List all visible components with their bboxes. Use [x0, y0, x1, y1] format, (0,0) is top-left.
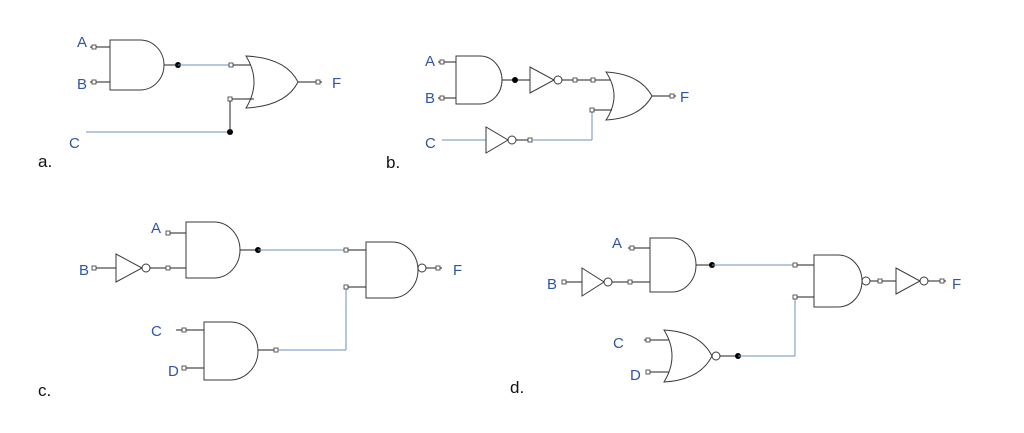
pin	[589, 107, 595, 113]
pin	[165, 265, 171, 271]
caption-c: c.	[38, 381, 51, 400]
pin	[669, 93, 675, 99]
and-gate	[185, 221, 241, 279]
pin	[629, 245, 635, 251]
inversion-bubble	[507, 135, 517, 145]
pin	[792, 262, 798, 268]
pin	[91, 79, 97, 85]
pin	[645, 337, 651, 343]
inversion-bubble	[711, 351, 721, 361]
circuit-a: A B C F a.	[38, 34, 341, 171]
output-label-f: F	[332, 75, 341, 92]
nand-gate	[365, 241, 419, 299]
pin	[877, 278, 883, 284]
not-gate	[115, 253, 144, 283]
pin	[315, 79, 321, 85]
or-gate	[245, 55, 299, 109]
input-label-a: A	[151, 220, 161, 237]
or-gate	[605, 71, 653, 121]
and-gate	[649, 237, 697, 293]
and-gate	[109, 39, 165, 91]
pin	[627, 279, 633, 285]
pin	[939, 278, 945, 284]
caption-a: a.	[38, 152, 52, 171]
inversion-bubble	[417, 263, 427, 273]
input-label-b: B	[79, 262, 89, 279]
input-label-a: A	[612, 235, 622, 252]
pin	[439, 59, 445, 65]
caption-d: d.	[510, 378, 524, 397]
input-label-b: B	[77, 76, 87, 93]
not-gate	[529, 66, 556, 94]
pin	[165, 230, 171, 236]
caption-b: b.	[386, 153, 400, 172]
pin	[572, 77, 578, 83]
inversion-bubble	[603, 277, 613, 287]
pin	[435, 265, 441, 271]
input-label-b: B	[425, 90, 435, 107]
not-gate	[581, 267, 605, 297]
pin	[343, 247, 349, 253]
pin	[439, 95, 445, 101]
pin	[227, 96, 233, 102]
input-label-c: C	[69, 135, 80, 152]
inversion-bubble	[919, 276, 929, 286]
and-gate	[455, 55, 503, 105]
pin	[343, 284, 349, 290]
inversion-bubble	[861, 276, 871, 286]
junction-dot	[512, 77, 518, 83]
pin	[645, 369, 651, 375]
input-label-c: C	[613, 335, 624, 352]
pin	[273, 347, 279, 353]
nor-gate	[663, 329, 713, 383]
nand-gate	[813, 254, 863, 308]
input-label-b: B	[547, 276, 557, 293]
pin	[181, 327, 187, 333]
circuit-b: A B C F b.	[386, 53, 689, 172]
input-label-d: D	[168, 363, 179, 380]
output-label-f: F	[952, 276, 961, 293]
input-label-c: C	[151, 323, 162, 340]
pin	[228, 62, 234, 68]
input-label-c: C	[425, 135, 436, 152]
inversion-bubble	[141, 263, 151, 273]
pin	[792, 294, 798, 300]
input-label-a: A	[77, 34, 87, 51]
pin	[91, 44, 97, 50]
pin	[181, 365, 187, 371]
inversion-bubble	[553, 75, 563, 85]
circuit-c: A B C D F c.	[38, 220, 462, 400]
input-label-d: D	[630, 367, 641, 384]
input-label-a: A	[425, 53, 435, 70]
pin	[91, 265, 97, 271]
not-gate	[485, 126, 509, 154]
and-gate	[203, 321, 259, 381]
output-label-f: F	[453, 262, 462, 279]
pin	[527, 137, 533, 143]
not-gate	[895, 267, 922, 295]
output-label-f: F	[680, 89, 689, 106]
pin	[561, 279, 567, 285]
pin	[590, 77, 596, 83]
circuit-d: A B C D F d.	[510, 235, 961, 397]
